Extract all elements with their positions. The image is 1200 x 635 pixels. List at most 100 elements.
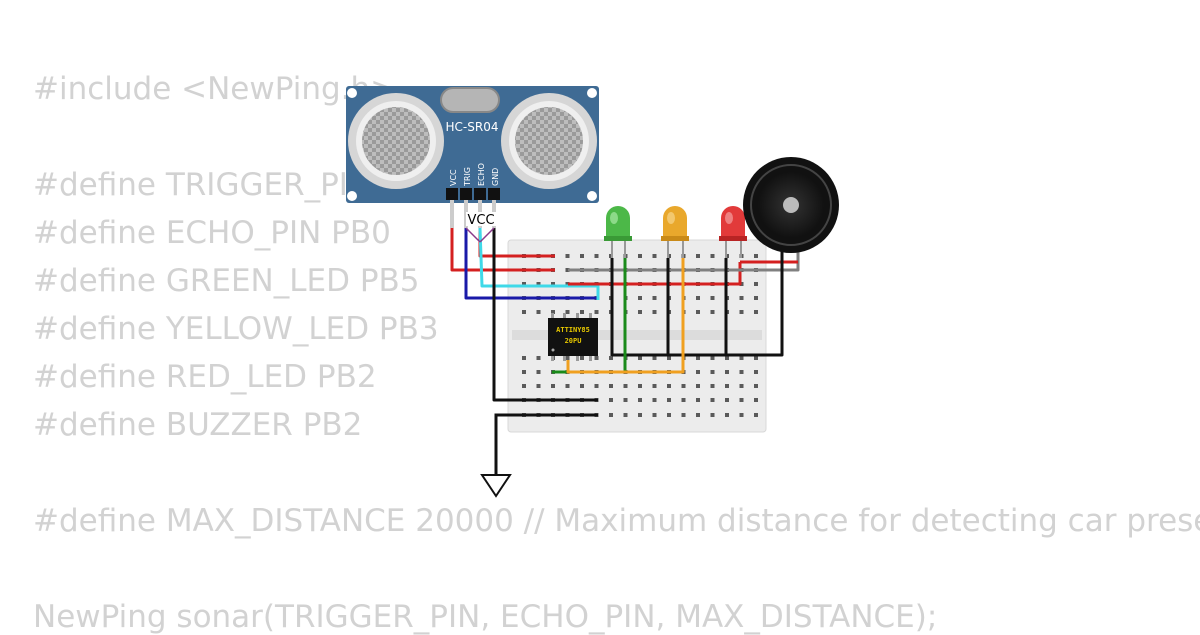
code-line: #define ECHO_PIN PB0 <box>33 215 391 251</box>
attiny85-chip: ATTINY85 20PU <box>548 313 598 361</box>
breadboard-hole <box>725 413 729 417</box>
breadboard-hole <box>536 384 541 388</box>
vcc-label-group: VCC <box>465 212 496 243</box>
breadboard-hole <box>681 384 686 388</box>
hc-sr04-sensor: HC-SR04 VCC TRIG ECHO GND <box>346 86 599 228</box>
breadboard-hole <box>696 310 700 314</box>
breadboard-hole <box>565 384 570 388</box>
breadboard-hole <box>638 310 642 314</box>
led-green <box>604 206 632 258</box>
breadboard-hole <box>565 254 570 258</box>
breadboard-hole <box>551 384 555 388</box>
code-line: #define MAX_DISTANCE 20000 // Maximum di… <box>33 503 1200 539</box>
breadboard-hole <box>754 370 758 374</box>
breadboard-hole <box>536 282 541 286</box>
breadboard-hole <box>739 296 744 300</box>
pin-label-trig: TRIG <box>463 167 472 187</box>
breadboard-hole <box>681 398 686 402</box>
code-line: #define YELLOW_LED PB3 <box>33 311 439 347</box>
breadboard-hole <box>681 413 686 417</box>
breadboard-hole <box>739 398 744 402</box>
breadboard-hole <box>725 398 729 402</box>
breadboard-hole <box>652 296 657 300</box>
breadboard-hole <box>594 254 599 258</box>
breadboard-hole <box>580 310 584 314</box>
breadboard-hole <box>667 413 671 417</box>
sensor-label: HC-SR04 <box>446 120 499 134</box>
breadboard-hole <box>667 356 671 360</box>
breadboard-hole <box>652 356 657 360</box>
breadboard-hole <box>696 398 700 402</box>
buzzer <box>743 157 839 253</box>
breadboard-hole <box>609 356 613 360</box>
breadboard-hole <box>594 310 599 314</box>
breadboard-hole <box>522 384 526 388</box>
breadboard-hole <box>739 413 744 417</box>
breadboard-hole <box>623 384 628 388</box>
pin-label-echo: ECHO <box>477 163 486 186</box>
wire-yellow-signal <box>566 258 685 374</box>
breadboard-hole <box>565 268 570 272</box>
breadboard-hole <box>725 384 729 388</box>
breadboard-hole <box>652 413 657 417</box>
breadboard-hole <box>652 254 657 258</box>
breadboard-hole <box>609 384 613 388</box>
pin-label-vcc: VCC <box>449 169 458 186</box>
breadboard-hole <box>696 370 700 374</box>
code-line: #define BUZZER PB2 <box>33 407 363 443</box>
breadboard-hole <box>522 310 526 314</box>
breadboard-hole <box>609 398 613 402</box>
breadboard-hole <box>638 384 642 388</box>
breadboard-hole <box>754 384 758 388</box>
breadboard-hole <box>754 254 758 258</box>
breadboard-hole <box>696 296 700 300</box>
breadboard-hole <box>580 356 584 360</box>
breadboard-hole <box>536 370 541 374</box>
breadboard-hole <box>652 398 657 402</box>
breadboard-hole <box>710 398 715 402</box>
breadboard-hole <box>696 413 700 417</box>
breadboard-hole <box>565 356 570 360</box>
breadboard-hole <box>696 384 700 388</box>
wire-trig-blue <box>464 200 598 300</box>
breadboard-hole <box>638 398 642 402</box>
breadboard-hole <box>609 413 613 417</box>
breadboard-hole <box>594 356 599 360</box>
breadboard-hole <box>667 384 671 388</box>
wire-echo-cyan <box>478 227 600 300</box>
code-line: NewPing sonar(TRIGGER_PIN, ECHO_PIN, MAX… <box>33 599 938 635</box>
breadboard-hole <box>638 254 642 258</box>
pin-label-gnd: GND <box>491 168 500 186</box>
breadboard-hole <box>696 254 700 258</box>
breadboard-hole <box>565 282 570 286</box>
chip-label-line1: ATTINY85 <box>556 326 590 334</box>
breadboard-hole <box>710 310 715 314</box>
breadboard-hole <box>725 356 729 360</box>
breadboard-hole <box>551 282 555 286</box>
breadboard-hole <box>652 310 657 314</box>
breadboard-hole <box>710 370 715 374</box>
breadboard-hole <box>754 296 758 300</box>
breadboard-hole <box>536 310 541 314</box>
breadboard-hole <box>638 296 642 300</box>
breadboard-hole <box>739 310 744 314</box>
led-yellow <box>661 206 689 258</box>
vcc-label: VCC <box>467 213 494 228</box>
breadboard-hole <box>522 282 526 286</box>
breadboard-hole <box>580 254 584 258</box>
breadboard-hole <box>638 413 642 417</box>
breadboard-hole <box>652 384 657 388</box>
breadboard-hole <box>638 356 642 360</box>
breadboard-hole <box>754 310 758 314</box>
breadboard-hole <box>739 370 744 374</box>
breadboard-hole <box>739 356 744 360</box>
breadboard-hole <box>739 384 744 388</box>
breadboard-hole <box>754 356 758 360</box>
breadboard-hole <box>754 398 758 402</box>
wires <box>450 200 800 402</box>
breadboard-hole <box>565 310 570 314</box>
chip-label-line2: 20PU <box>565 337 582 345</box>
breadboard-hole <box>710 296 715 300</box>
breadboard-hole <box>710 254 715 258</box>
